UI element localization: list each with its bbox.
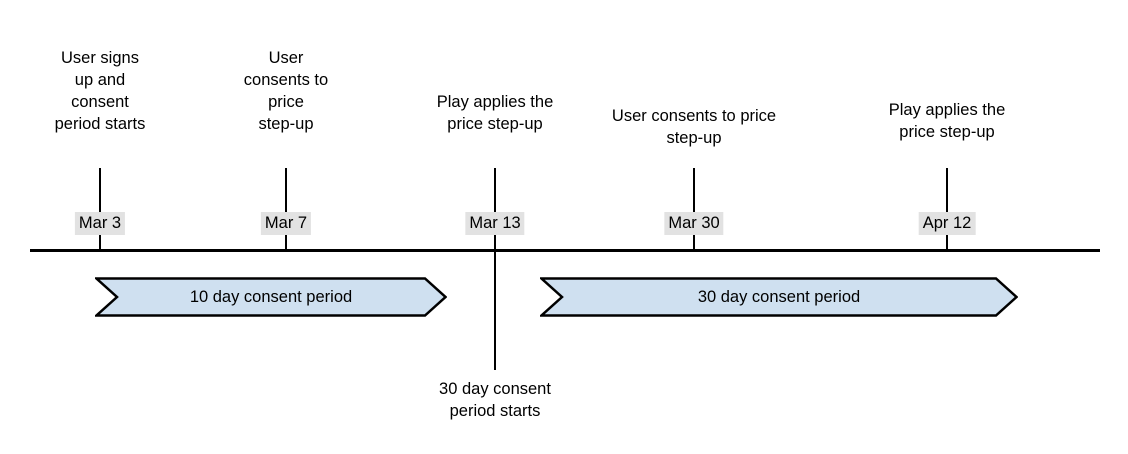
- banner-10-day: 10 day consent period: [95, 277, 447, 317]
- event-caption-mar-3: User signs up and consent period starts: [54, 49, 146, 133]
- timeline-axis: [30, 249, 1100, 252]
- tick-line-mar-7: [285, 168, 287, 249]
- tick-line-mar-30: [693, 168, 695, 249]
- banner-30-day-polygon: [540, 277, 1018, 317]
- banner-30-day-shape: [540, 277, 1018, 317]
- event-caption-mar-7: User consents to price step-up: [243, 49, 329, 133]
- date-chip-mar-13: Mar 13: [465, 212, 525, 235]
- tick-line-mar-13: [494, 168, 496, 249]
- date-chip-mar-30: Mar 30: [664, 212, 724, 235]
- date-chip-mar-3: Mar 3: [74, 212, 126, 235]
- event-caption-mar-30: User consents to price step-up: [611, 107, 777, 147]
- tick-line-mar-3: [99, 168, 101, 249]
- date-chip-apr-12: Apr 12: [918, 212, 976, 235]
- event-caption-apr-12: Play applies the price step-up: [888, 101, 1006, 141]
- banner-10-day-shape: [95, 277, 447, 317]
- below-axis-marker-line: [494, 249, 496, 370]
- banner-30-day: 30 day consent period: [540, 277, 1018, 317]
- below-axis-caption: 30 day consent period starts: [439, 380, 551, 420]
- banner-10-day-polygon: [95, 277, 447, 317]
- event-caption-mar-13: Play applies the price step-up: [436, 93, 554, 133]
- date-chip-mar-7: Mar 7: [260, 212, 312, 235]
- tick-line-apr-12: [946, 168, 948, 249]
